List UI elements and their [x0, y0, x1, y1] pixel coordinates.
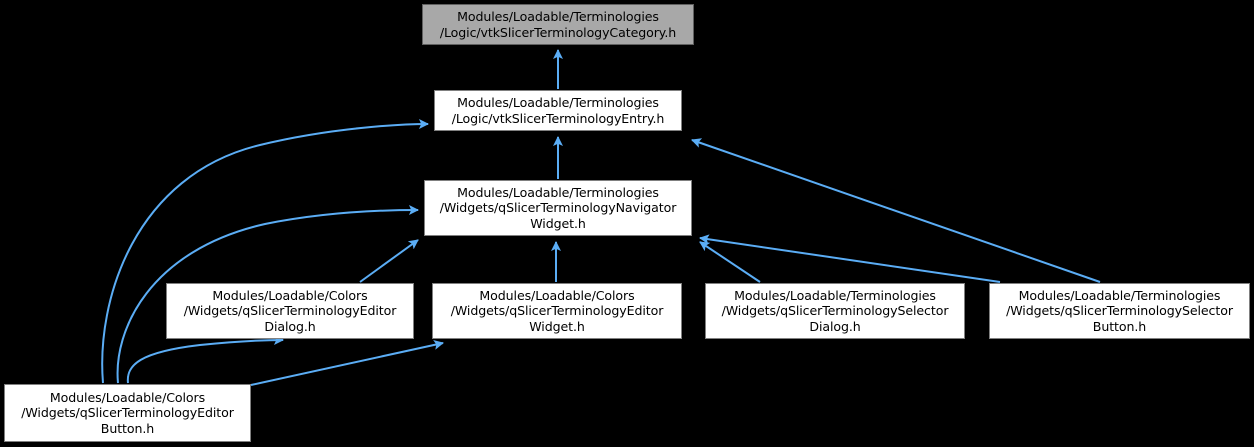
- node-vtkSlicerTerminologyEntry[interactable]: Modules/Loadable/Terminologies /Logic/vt…: [434, 90, 682, 131]
- node-qSlicerTerminologyEditorWidget[interactable]: Modules/Loadable/Colors /Widgets/qSlicer…: [432, 283, 682, 339]
- node-label: Modules/Loadable/Terminologies /Widgets/…: [721, 287, 949, 334]
- node-label: Modules/Loadable/Terminologies /Logic/vt…: [439, 9, 677, 40]
- edge-editor-button-to-editor-widget: [250, 340, 444, 386]
- node-label: Modules/Loadable/Colors /Widgets/qSlicer…: [450, 287, 664, 334]
- edge-selector-dialog-to-navigator: [699, 241, 761, 283]
- node-qSlicerTerminologySelectorDialog[interactable]: Modules/Loadable/Terminologies /Widgets/…: [705, 283, 965, 339]
- edge-editor-dialog-to-navigator: [359, 239, 419, 283]
- node-qSlicerTerminologyEditorDialog[interactable]: Modules/Loadable/Colors /Widgets/qSlicer…: [166, 283, 414, 339]
- edge-editor-button-to-editor-dialog: [126, 335, 284, 384]
- node-label: Modules/Loadable/Terminologies /Logic/vt…: [451, 95, 665, 126]
- edge-selector-button-to-entry: [691, 138, 1101, 283]
- node-label: Modules/Loadable/Terminologies /Widgets/…: [439, 184, 677, 231]
- node-label: Modules/Loadable/Colors /Widgets/qSlicer…: [21, 389, 234, 436]
- edge-editor-button-to-entry: [101, 119, 429, 384]
- node-label: Modules/Loadable/Colors /Widgets/qSlicer…: [183, 287, 397, 334]
- node-qSlicerTerminologyEditorButton[interactable]: Modules/Loadable/Colors /Widgets/qSlicer…: [4, 384, 251, 442]
- node-qSlicerTerminologyNavigatorWidget[interactable]: Modules/Loadable/Terminologies /Widgets/…: [424, 180, 692, 236]
- edge-selector-button-to-navigator: [699, 234, 1001, 283]
- node-vtkSlicerTerminologyCategory[interactable]: Modules/Loadable/Terminologies /Logic/vt…: [422, 4, 694, 45]
- node-qSlicerTerminologySelectorButton[interactable]: Modules/Loadable/Terminologies /Widgets/…: [989, 283, 1250, 339]
- node-label: Modules/Loadable/Terminologies /Widgets/…: [1006, 287, 1233, 334]
